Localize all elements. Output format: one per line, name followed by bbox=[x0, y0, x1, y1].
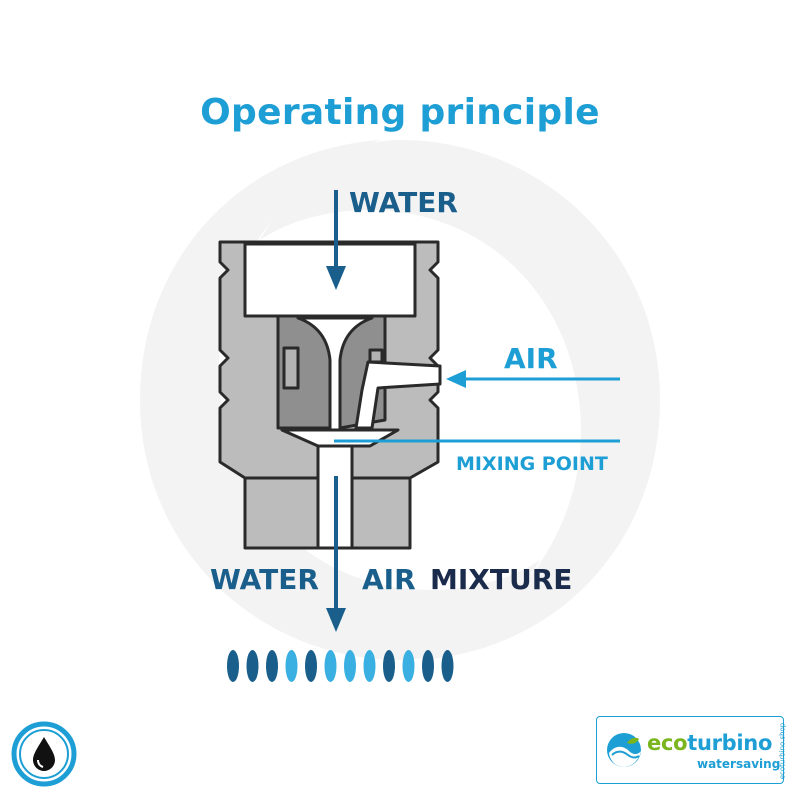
water-drop bbox=[285, 650, 298, 682]
water-drop-icon bbox=[11, 721, 77, 787]
water-drop bbox=[363, 650, 376, 682]
water-drop bbox=[246, 650, 259, 682]
mixture-outlet-arrow bbox=[326, 476, 346, 632]
label-air-inlet: AIR bbox=[504, 342, 558, 375]
ecoturbino-logo-mark bbox=[607, 733, 641, 767]
label-mixture: MIXTURE bbox=[430, 563, 573, 596]
water-drop bbox=[422, 650, 434, 682]
brand-tagline: watersaving bbox=[697, 757, 781, 771]
brand-name-turbino: turbino bbox=[687, 731, 773, 755]
water-drop bbox=[305, 650, 317, 682]
water-drop bbox=[383, 650, 395, 682]
label-air-outlet: AIR bbox=[362, 563, 416, 596]
brand-name: ecoturbino bbox=[647, 731, 772, 755]
page-title: Operating principle bbox=[200, 92, 600, 133]
water-drop bbox=[344, 650, 356, 682]
water-stream-drops bbox=[227, 650, 454, 682]
label-mixing-point: MIXING POINT bbox=[456, 453, 608, 475]
air-inlet-arrow bbox=[446, 370, 620, 388]
water-drop bbox=[402, 650, 415, 682]
water-inlet-arrow bbox=[326, 190, 346, 290]
brand-name-eco: eco bbox=[647, 731, 688, 755]
water-drop bbox=[227, 650, 239, 682]
brand-logo: ecoturbino watersaving ecoturbino.shop bbox=[596, 716, 787, 784]
label-water-outlet: WATER bbox=[210, 563, 319, 596]
water-drop bbox=[266, 650, 278, 682]
water-drop bbox=[441, 650, 454, 682]
aerator-body bbox=[218, 240, 442, 550]
water-drop bbox=[324, 650, 337, 682]
label-water-inlet: WATER bbox=[349, 186, 458, 219]
brand-domain: ecoturbino.shop bbox=[778, 722, 787, 780]
